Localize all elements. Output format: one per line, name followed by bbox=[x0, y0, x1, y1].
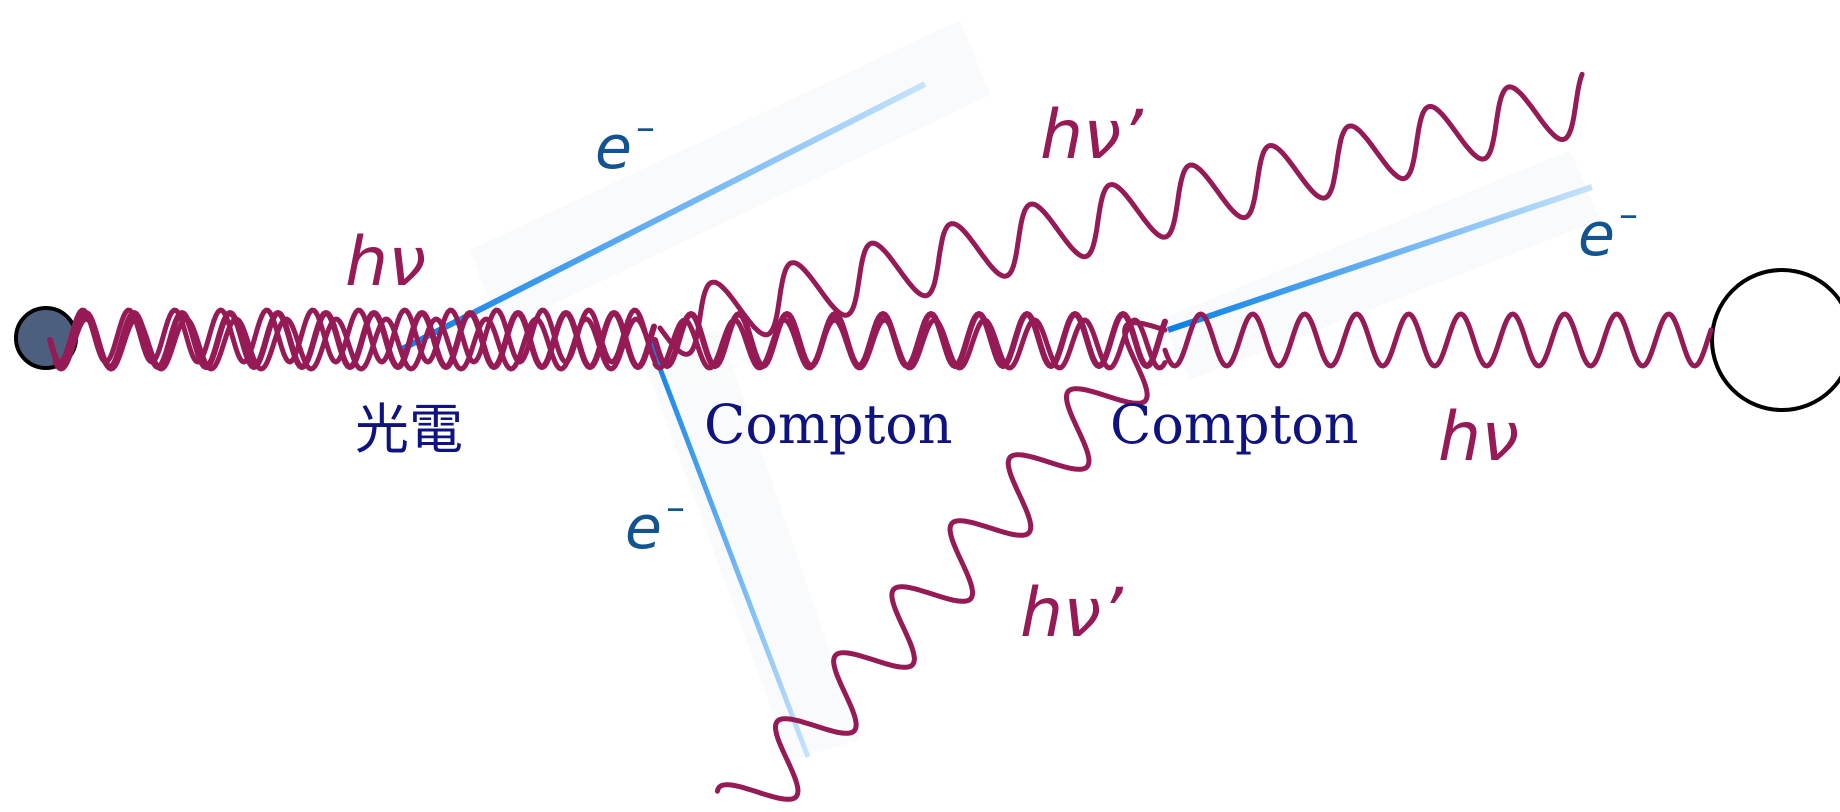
label-photon-out: hν bbox=[1438, 398, 1519, 477]
label-electron-top: e bbox=[595, 113, 632, 183]
label-photon-scattered-top: hν’ bbox=[1040, 96, 1144, 175]
electron-charge-bottom: – bbox=[666, 485, 685, 529]
electron-charge-top: – bbox=[636, 105, 655, 149]
label-electron-bottom: e bbox=[625, 493, 662, 563]
label-photon-in: hν bbox=[345, 223, 426, 302]
label-compton-1: Compton bbox=[704, 393, 953, 456]
electron-track-photoelectric bbox=[400, 84, 925, 350]
label-photon-scattered-bottom: hν’ bbox=[1020, 574, 1124, 653]
label-compton-2: Compton bbox=[1110, 393, 1359, 456]
electron-charge-right: – bbox=[1619, 192, 1638, 236]
label-photoelectric: 光電 bbox=[355, 398, 463, 461]
detector-circle bbox=[1712, 270, 1840, 410]
shadow-band-3 bbox=[1160, 150, 1600, 380]
label-electron-right: e bbox=[1578, 200, 1615, 270]
